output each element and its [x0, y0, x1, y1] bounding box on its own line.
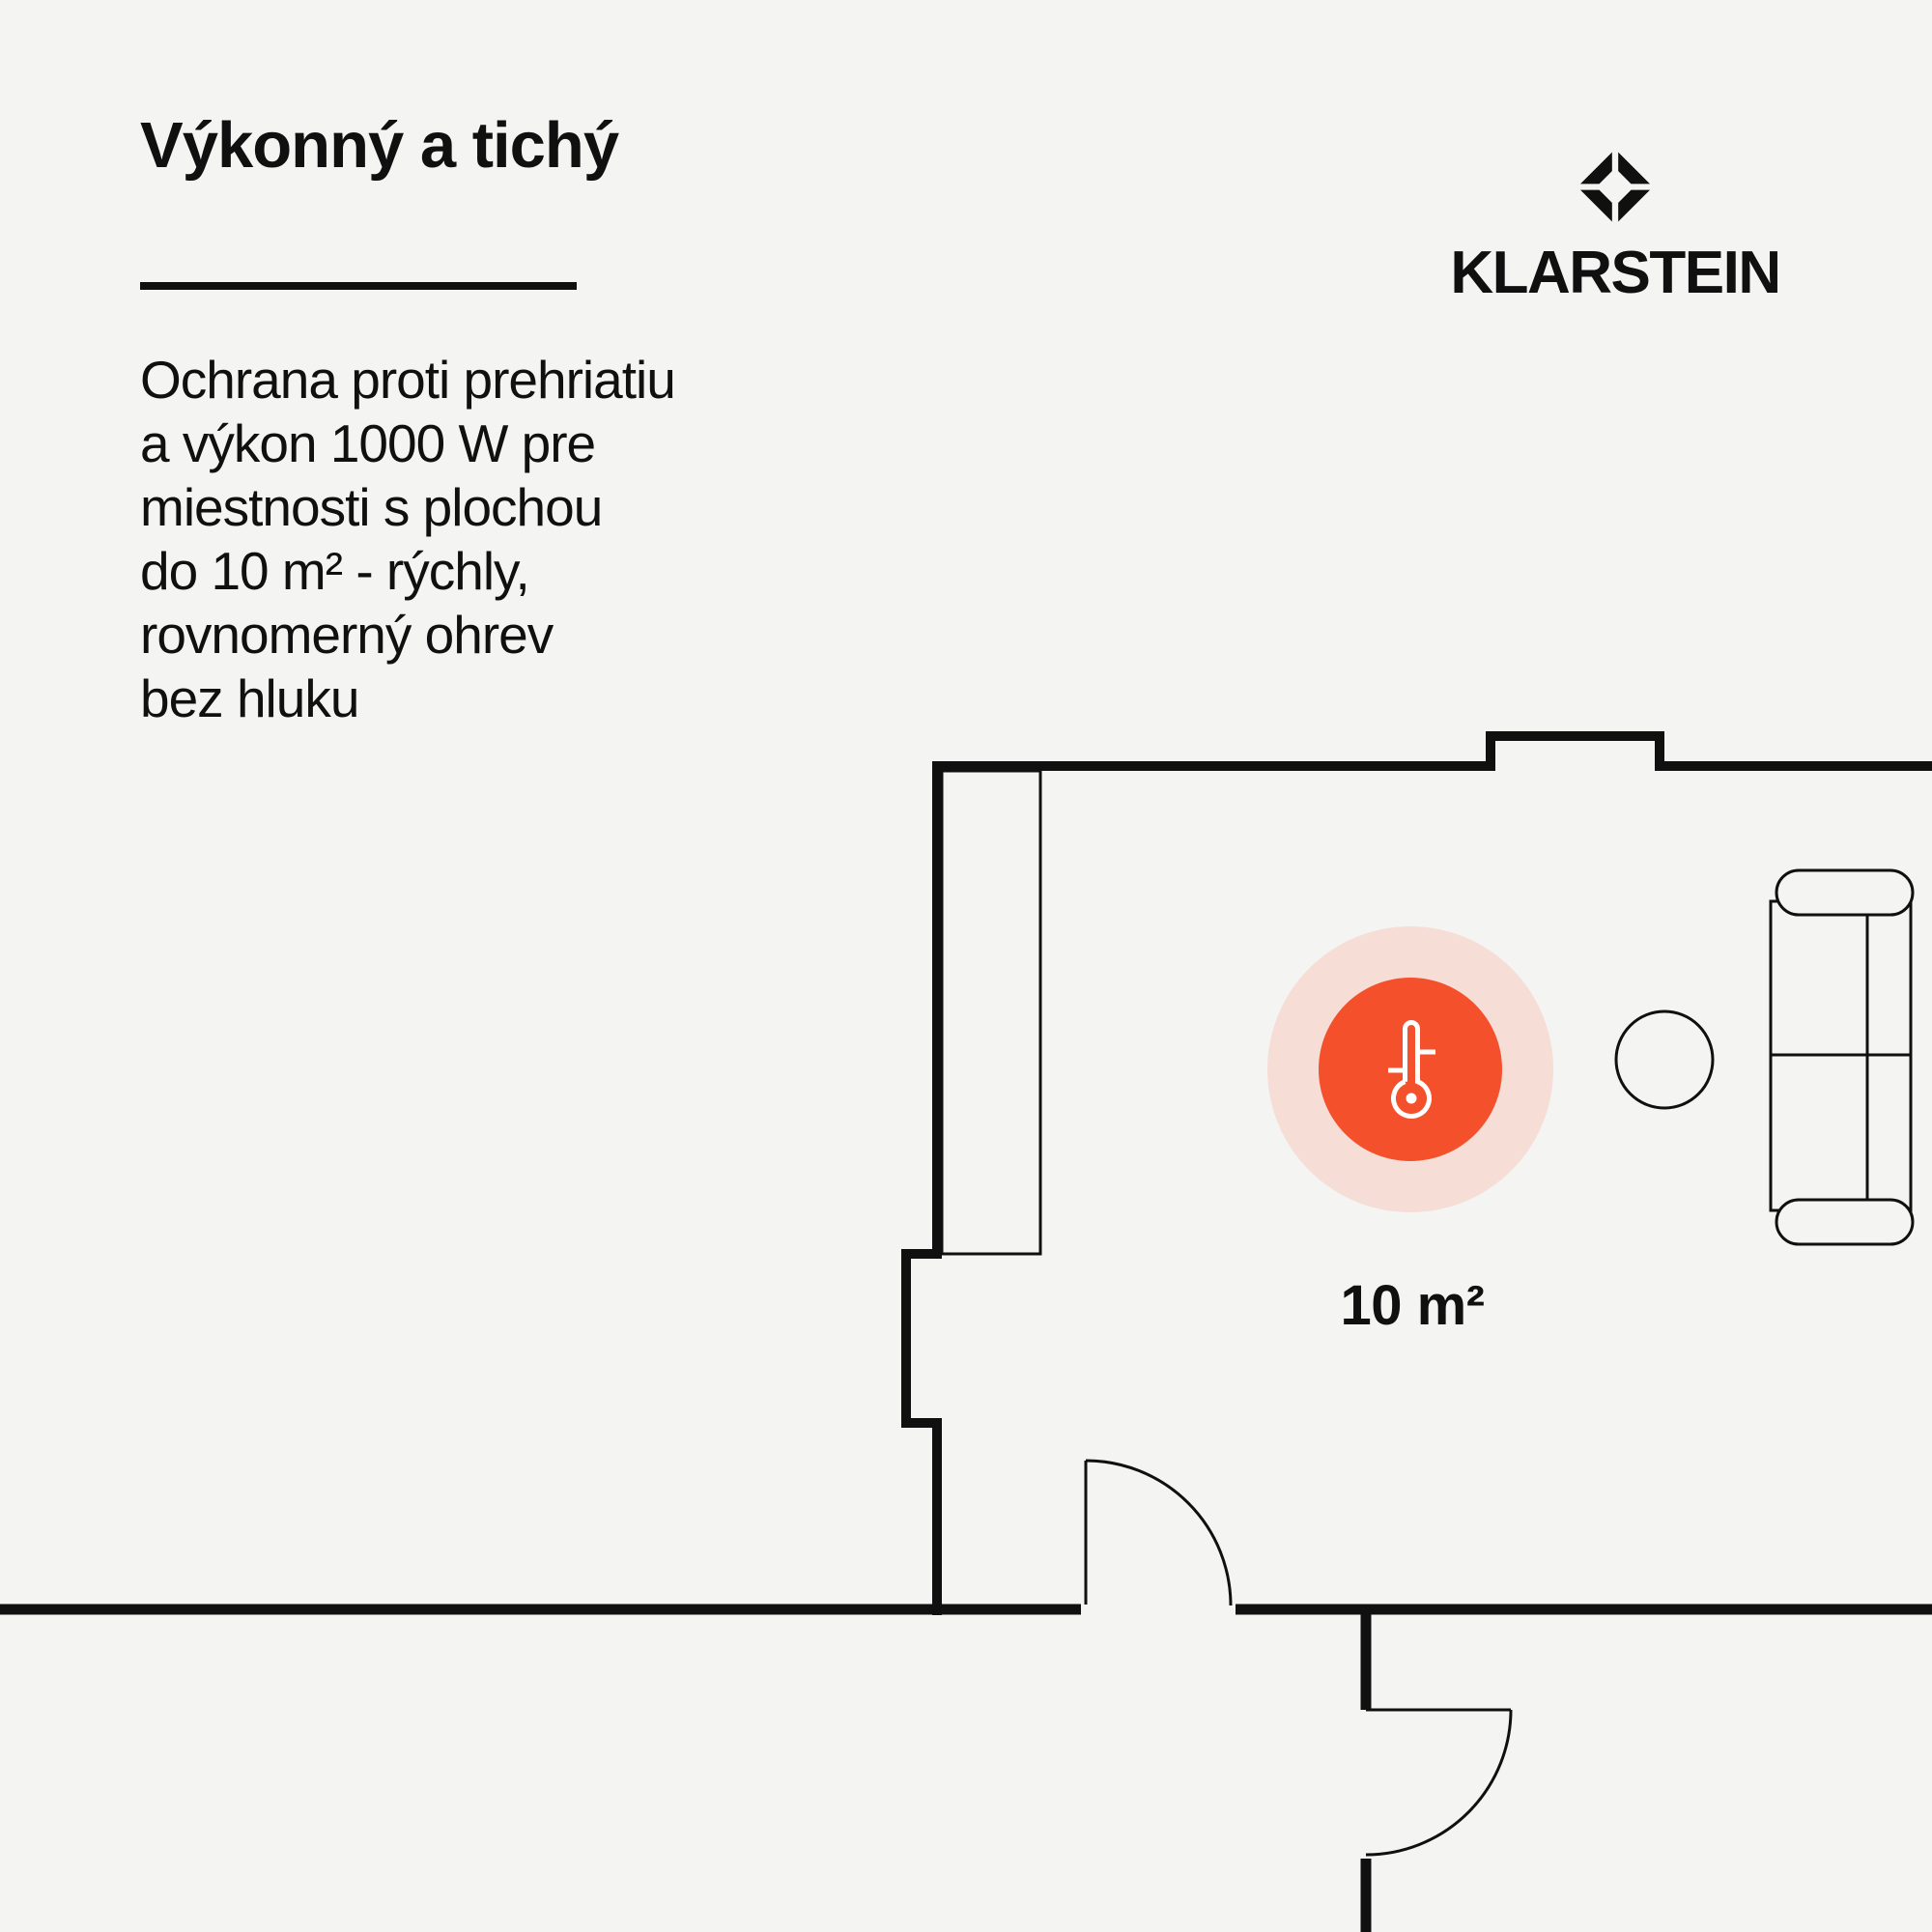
area-label: 10 m²: [1340, 1274, 1485, 1337]
brand-block: KLARSTEIN: [1403, 143, 1828, 307]
klarstein-logo-icon: [1571, 143, 1660, 231]
logo-corner-gaps: [1571, 143, 1660, 231]
sofa-armrest-bottom: [1775, 1198, 1915, 1246]
sofa: [1769, 868, 1915, 1246]
brand-name: KLARSTEIN: [1450, 240, 1781, 306]
logo-diamond-ring: [1577, 149, 1654, 225]
round-table: [1614, 1009, 1715, 1110]
heater-button: [1319, 978, 1502, 1161]
thermometer-icon: [1388, 1020, 1435, 1119]
feature-description: Ochrana proti prehriatiu a výkon 1000 W …: [140, 350, 676, 728]
title-underline: [140, 282, 577, 290]
page-title: Výkonný a tichý: [140, 109, 619, 182]
window-rect: [940, 769, 1042, 1256]
door-right: [1365, 1708, 1513, 1857]
sofa-armrest-top: [1775, 868, 1915, 917]
door-bottom: [1084, 1459, 1233, 1606]
room-wall-left-top: [901, 731, 1932, 1615]
